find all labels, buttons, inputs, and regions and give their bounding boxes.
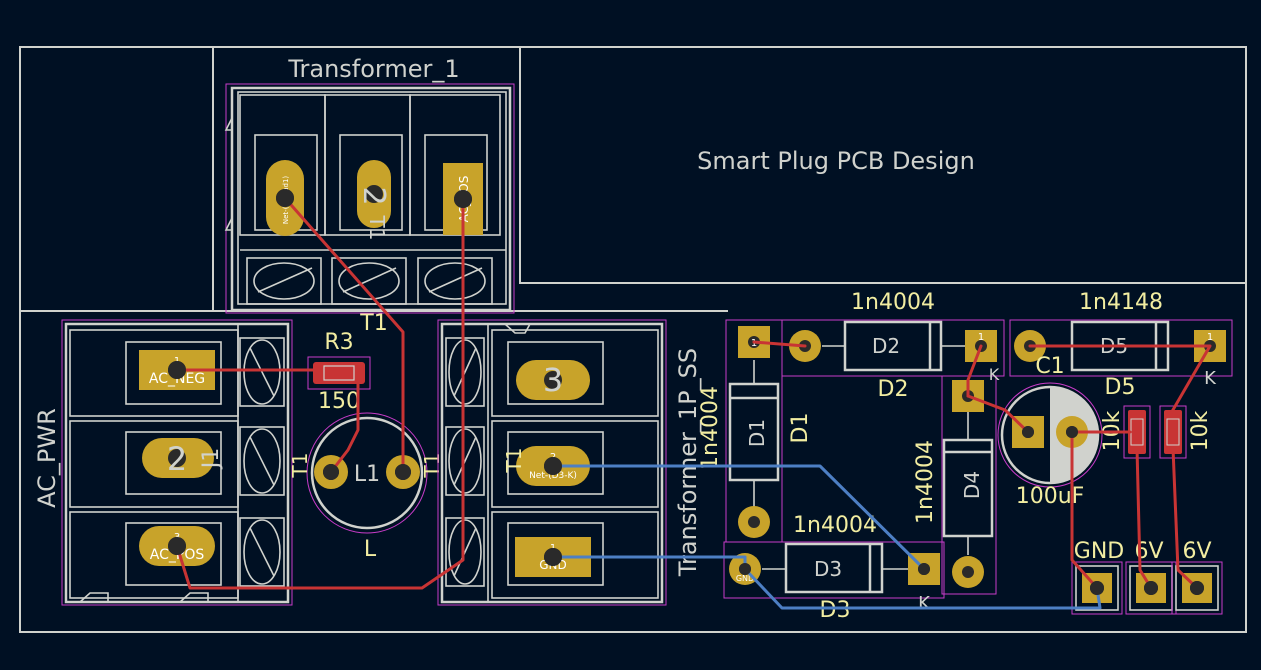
- r-small-2-value: 10k: [1188, 410, 1213, 451]
- d5-k: K: [1204, 368, 1217, 389]
- board-title: Smart Plug PCB Design: [697, 147, 975, 175]
- d1-ref: D1: [788, 413, 813, 444]
- l1-pin-label-left: T1: [288, 453, 312, 479]
- transformer2-pin2-net: Net-(D3-K): [529, 471, 577, 481]
- d4-value: 1n4004: [913, 440, 938, 524]
- l1-value: L: [364, 537, 377, 562]
- back-copper-traces: [551, 464, 1102, 610]
- d3-ref: D3: [820, 598, 851, 623]
- transformer1-name: Transformer_1: [287, 55, 459, 83]
- r3-footprint[interactable]: [307, 356, 371, 390]
- front-copper-traces: [175, 196, 1212, 590]
- r3-value: 150: [318, 389, 360, 414]
- d2-value: 1n4004: [851, 290, 935, 315]
- c1-ref: C1: [1035, 354, 1064, 379]
- l1-pin-label-right: T1: [420, 453, 444, 479]
- transformer2-ref: T1: [502, 448, 526, 474]
- l1-ref: L1: [354, 462, 380, 487]
- d3-pad-net: GND: [736, 574, 754, 583]
- connector-6v-b-label: 6V: [1182, 539, 1211, 564]
- transformer2-name: Transformer_1P_SS: [674, 348, 702, 577]
- d1-value: 1n4004: [698, 386, 723, 470]
- d2-fab: D2: [872, 334, 900, 358]
- r3-ref: R3: [324, 330, 353, 355]
- d4-fab: D4: [960, 471, 984, 499]
- transformer2-pin3-num: 3: [543, 361, 563, 399]
- d5-ref: D5: [1105, 375, 1136, 400]
- d3-k: K: [918, 593, 931, 614]
- c1-footprint[interactable]: [997, 382, 1103, 488]
- transformer1-fab-ref: T1: [365, 215, 389, 241]
- transformer1-ref: T1: [359, 311, 387, 336]
- connector-gnd-label: GND: [1074, 539, 1124, 564]
- ac-pwr-name: AC_PWR: [33, 408, 61, 508]
- d3-fab: D3: [814, 557, 842, 581]
- c1-value: 100uF: [1016, 484, 1085, 509]
- d4-footprint[interactable]: [941, 375, 997, 595]
- ac-pwr-pin3-net: AC_POS: [150, 547, 205, 563]
- pad-holes-overlay: [168, 189, 1204, 595]
- d5-pad-num: 1: [1207, 332, 1213, 343]
- d2-pad-num: 1: [978, 332, 984, 343]
- transformer1-pin2-label: 2: [356, 186, 391, 205]
- ac-pwr-pin2-num: 2: [167, 440, 187, 478]
- ac-pwr-ref: J1: [199, 448, 224, 471]
- d4-k: K: [989, 365, 1000, 384]
- d5-value: 1n4148: [1079, 290, 1163, 315]
- d3-value: 1n4004: [793, 513, 877, 538]
- d2-ref: D2: [878, 377, 909, 402]
- d1-fab: D1: [745, 419, 769, 447]
